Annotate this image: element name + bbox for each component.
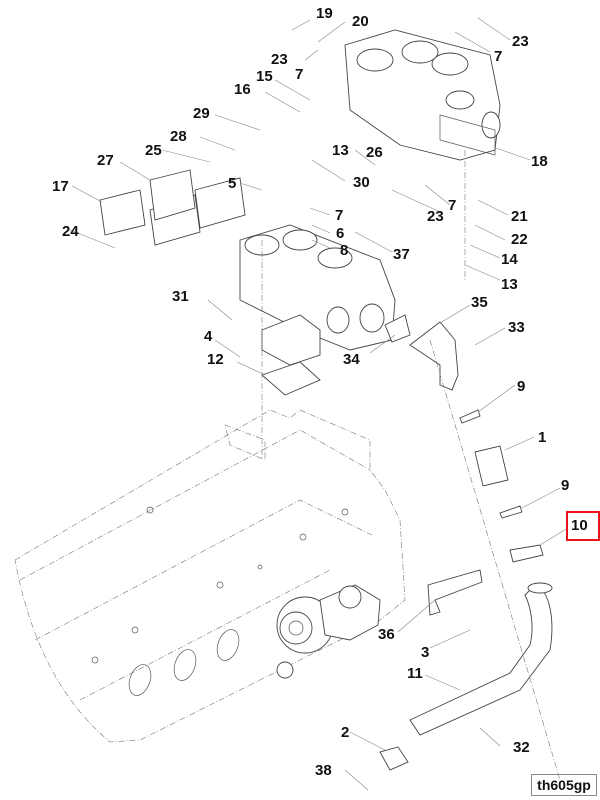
callout-37[interactable]: 37 <box>393 246 410 263</box>
callout-31[interactable]: 31 <box>172 288 189 305</box>
callout-26[interactable]: 26 <box>366 144 383 161</box>
callout-4[interactable]: 4 <box>204 328 213 345</box>
callout-16[interactable]: 16 <box>234 81 251 98</box>
callout-30[interactable]: 30 <box>353 174 370 191</box>
callout-5[interactable]: 5 <box>228 175 237 192</box>
callout-24[interactable]: 24 <box>62 223 79 240</box>
callout-38[interactable]: 38 <box>315 762 332 779</box>
highlight-box <box>566 511 600 541</box>
callout-27[interactable]: 27 <box>97 152 114 169</box>
callout-9[interactable]: 9 <box>517 378 526 395</box>
callout-32[interactable]: 32 <box>513 739 530 756</box>
callout-25[interactable]: 25 <box>145 142 162 159</box>
callout-1[interactable]: 1 <box>538 429 547 446</box>
callout-2[interactable]: 2 <box>341 724 350 741</box>
callout-7[interactable]: 7 <box>448 197 457 214</box>
callout-14[interactable]: 14 <box>501 251 518 268</box>
exhaust-pipe-11 <box>409 584 553 736</box>
callout-28[interactable]: 28 <box>170 128 187 145</box>
clamp-9-upper <box>459 409 481 424</box>
callout-13[interactable]: 13 <box>501 276 518 293</box>
callout-19[interactable]: 19 <box>316 5 333 22</box>
callout-7[interactable]: 7 <box>335 207 344 224</box>
elbow-35 <box>409 321 459 391</box>
callout-36[interactable]: 36 <box>378 626 395 643</box>
lower-manifold <box>239 224 396 366</box>
callout-29[interactable]: 29 <box>193 105 210 122</box>
callout-8[interactable]: 8 <box>340 242 349 259</box>
callout-18[interactable]: 18 <box>531 153 548 170</box>
callout-21[interactable]: 21 <box>511 208 528 225</box>
flange-2 <box>379 746 409 771</box>
cover-plates <box>99 169 246 246</box>
callout-10[interactable]: 10 <box>571 517 588 534</box>
reference-code: th605gp <box>531 774 597 796</box>
callout-7[interactable]: 7 <box>295 66 304 83</box>
callout-20[interactable]: 20 <box>352 13 369 30</box>
callout-9[interactable]: 9 <box>561 477 570 494</box>
callout-6[interactable]: 6 <box>336 225 345 242</box>
callout-23[interactable]: 23 <box>427 208 444 225</box>
callout-34[interactable]: 34 <box>343 351 360 368</box>
bracket-10 <box>509 544 544 563</box>
turbocharger <box>276 584 381 679</box>
gasket-12 <box>261 361 321 396</box>
bracket-36 <box>427 569 483 616</box>
callout-17[interactable]: 17 <box>52 178 69 195</box>
callout-3[interactable]: 3 <box>421 644 430 661</box>
engine-block <box>14 409 406 743</box>
callout-11[interactable]: 11 <box>407 665 423 682</box>
callout-23[interactable]: 23 <box>271 51 288 68</box>
callout-12[interactable]: 12 <box>207 351 224 368</box>
callout-7[interactable]: 7 <box>494 48 503 65</box>
bellows-1 <box>474 445 509 487</box>
callout-23[interactable]: 23 <box>512 33 529 50</box>
gasket-34 <box>384 314 411 343</box>
upper-manifold <box>344 29 501 161</box>
callout-13[interactable]: 13 <box>332 142 349 159</box>
callout-33[interactable]: 33 <box>508 319 525 336</box>
clamp-9-lower <box>499 505 523 519</box>
callout-35[interactable]: 35 <box>471 294 488 311</box>
callout-22[interactable]: 22 <box>511 231 528 248</box>
callout-15[interactable]: 15 <box>256 68 273 85</box>
